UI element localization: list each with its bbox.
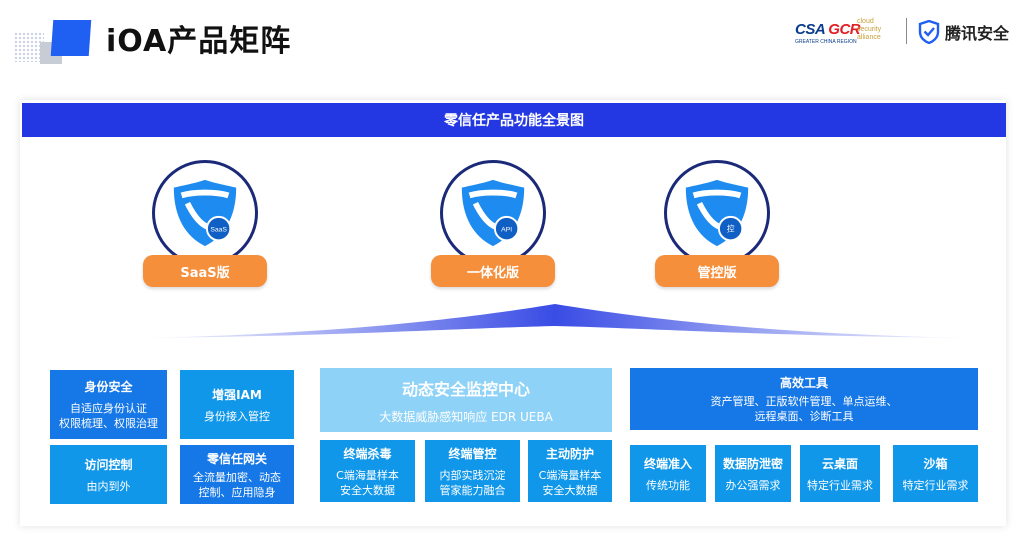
module-title: 云桌面 xyxy=(821,456,858,471)
module-title: 终端杀毒 xyxy=(343,446,392,461)
product-integrated-button[interactable]: 一体化版 xyxy=(431,255,555,287)
module-endpoint-management[interactable]: 终端管控 内部实践沉淀 管家能力融合 xyxy=(425,440,520,502)
module-access-control[interactable]: 访问控制 由内到外 xyxy=(50,445,167,504)
module-title: 增强IAM xyxy=(212,387,262,402)
module-enhanced-iam[interactable]: 增强IAM 身份接入管控 xyxy=(180,370,294,439)
tencent-security-label: 腾讯安全 xyxy=(945,24,1010,43)
ioa-shield-icon: API xyxy=(461,179,525,247)
csa-region-text: GREATER CHINA REGION xyxy=(795,39,857,45)
module-data-loss-prevention[interactable]: 数据防泄密 办公强需求 xyxy=(715,445,791,502)
module-title: 访问控制 xyxy=(84,457,133,472)
module-desc: 办公强需求 xyxy=(725,478,781,492)
module-desc: 全流量加密、动态 xyxy=(193,470,281,484)
dot-pattern xyxy=(14,32,44,62)
module-endpoint-admission[interactable]: 终端准入 传统功能 xyxy=(630,445,706,502)
product-saas-button[interactable]: SaaS版 xyxy=(143,255,267,287)
blue-square xyxy=(50,20,92,56)
module-title: 主动防护 xyxy=(545,446,594,461)
module-dynamic-monitor-center[interactable]: 动态安全监控中心 大数据威胁感知响应 EDR UEBA xyxy=(320,368,612,432)
product-managed-circle: 控 xyxy=(664,160,770,266)
module-desc: 安全大数据 xyxy=(542,483,598,497)
module-desc: 资产管理、正版软件管理、单点运维、 xyxy=(710,395,898,408)
page-title: iOA产品矩阵 xyxy=(106,24,292,59)
module-title: 身份安全 xyxy=(84,380,133,394)
header-divider xyxy=(906,18,907,44)
module-title: 零信任网关 xyxy=(206,451,267,466)
module-desc: 内部实践沉淀 xyxy=(439,468,506,482)
module-cloud-desktop[interactable]: 云桌面 特定行业需求 xyxy=(800,445,880,502)
module-desc: 传统功能 xyxy=(646,478,690,492)
module-title: 动态安全监控中心 xyxy=(401,379,530,399)
module-desc: C端海量样本 xyxy=(336,468,399,482)
tencent-security-logo: 腾讯安全 xyxy=(918,19,1009,45)
module-zero-trust-gateway[interactable]: 零信任网关 全流量加密、动态 控制、应用隐身 xyxy=(180,445,294,504)
product-integrated-circle: API xyxy=(440,160,546,266)
csa-cloud-line-2: security xyxy=(857,26,882,33)
module-desc: 管家能力融合 xyxy=(439,483,506,497)
svg-text:SaaS: SaaS xyxy=(210,227,227,234)
module-title: 数据防泄密 xyxy=(722,456,783,471)
module-title: 终端管控 xyxy=(448,446,497,461)
module-desc: 大数据威胁感知响应 EDR UEBA xyxy=(379,409,553,424)
module-efficiency-tools[interactable]: 高效工具 资产管理、正版软件管理、单点运维、 远程桌面、诊断工具 xyxy=(630,368,978,430)
glow-divider xyxy=(140,304,970,338)
module-desc: 权限梳理、权限治理 xyxy=(59,417,158,430)
tencent-shield-icon xyxy=(918,20,940,44)
module-desc: 由内到外 xyxy=(86,479,131,493)
module-identity-security[interactable]: 身份安全 自适应身份认证 权限梳理、权限治理 xyxy=(50,370,167,439)
module-endpoint-antivirus[interactable]: 终端杀毒 C端海量样本 安全大数据 xyxy=(320,440,415,502)
svg-text:API: API xyxy=(501,227,512,234)
product-managed-button[interactable]: 管控版 xyxy=(655,255,779,287)
module-desc: 安全大数据 xyxy=(340,483,395,497)
csa-cloud-line-3: alliance xyxy=(857,34,881,41)
module-sandbox[interactable]: 沙箱 特定行业需求 xyxy=(893,445,978,502)
gcr-text: GCR xyxy=(828,21,861,38)
module-title: 终端准入 xyxy=(643,456,692,471)
svg-text:控: 控 xyxy=(727,224,735,234)
csa-cloud-line-1: cloud xyxy=(857,18,874,25)
header-logo-mark xyxy=(14,18,92,70)
module-desc: 远程桌面、诊断工具 xyxy=(754,410,854,423)
module-desc: 控制、应用隐身 xyxy=(198,485,276,499)
module-desc: 自适应身份认证 xyxy=(70,402,147,415)
module-title: 沙箱 xyxy=(923,456,948,471)
module-desc: C端海量样本 xyxy=(538,468,602,482)
ioa-shield-icon: SaaS xyxy=(173,179,237,247)
module-active-defense[interactable]: 主动防护 C端海量样本 安全大数据 xyxy=(528,440,612,502)
module-title: 高效工具 xyxy=(779,376,828,390)
module-desc: 特定行业需求 xyxy=(902,478,969,492)
product-saas-circle: SaaS xyxy=(152,160,258,266)
overview-banner: 零信任产品功能全景图 xyxy=(22,103,1006,137)
module-desc: 特定行业需求 xyxy=(807,478,873,492)
csa-gcr-logo: CSA GCR cloud security alliance GREATER … xyxy=(795,17,905,49)
csa-text: CSA xyxy=(795,21,825,38)
module-desc: 身份接入管控 xyxy=(204,409,270,423)
ioa-shield-icon: 控 xyxy=(685,179,749,247)
